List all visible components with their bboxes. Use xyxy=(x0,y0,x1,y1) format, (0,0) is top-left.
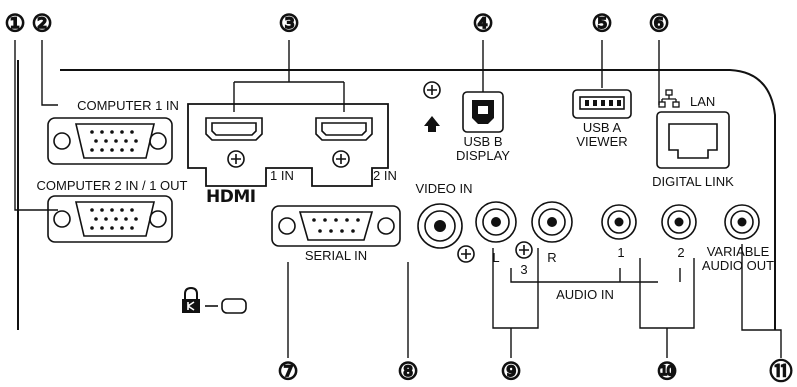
hdmi-2-in-label: 2 IN xyxy=(373,168,397,183)
computer-2-in-port: COMPUTER 2 IN / 1 OUT xyxy=(37,178,188,243)
usb-a-label: USB A xyxy=(583,120,622,135)
callout-3: ③ xyxy=(279,11,300,37)
callout-9: ⑨ xyxy=(501,359,522,385)
video-in-port: VIDEO IN xyxy=(415,181,473,249)
usb-b-label: USB B xyxy=(463,134,502,149)
digital-link-label: DIGITAL LINK xyxy=(652,174,734,189)
video-in-label: VIDEO IN xyxy=(415,181,472,196)
audio-2-label: 2 xyxy=(677,245,684,260)
variable-label: VARIABLE xyxy=(707,244,770,259)
audio-3-label: 3 xyxy=(520,262,527,277)
usb-a-viewer-label: VIEWER xyxy=(576,134,627,149)
usb-b-port: USB B DISPLAY xyxy=(456,91,510,163)
callout-10: ⑩ xyxy=(657,359,678,385)
kensington-lock-icon xyxy=(182,286,200,313)
callout-4: ④ xyxy=(473,11,494,37)
audio-in-label: AUDIO IN xyxy=(556,287,614,302)
audio-in-3-ports: L R 3 xyxy=(457,201,573,277)
computer-2-in-label: COMPUTER 2 IN / 1 OUT xyxy=(37,178,188,193)
ground-terminal xyxy=(423,81,441,132)
leader-lines xyxy=(14,40,782,358)
audio-r-label: R xyxy=(547,250,556,265)
computer-1-in-port: COMPUTER 1 IN xyxy=(47,98,179,165)
serial-in-label: SERIAL IN xyxy=(305,248,367,263)
audio-in-1-2-ports: 1 2 xyxy=(601,204,697,260)
lan-label: LAN xyxy=(690,94,715,109)
audio-out-label: AUDIO OUT xyxy=(702,258,774,273)
callout-6: ⑥ xyxy=(649,11,670,37)
audio-l-label: L xyxy=(492,250,499,265)
audio-1-label: 1 xyxy=(617,245,624,260)
callout-7: ⑦ xyxy=(278,359,299,385)
audio-in-bracket: AUDIO IN xyxy=(510,268,681,302)
hdmi-logo: HDMI xyxy=(206,187,256,207)
callout-8: ⑧ xyxy=(398,359,419,385)
callout-11: ⑪ xyxy=(770,359,793,385)
hdmi-1-in-label: 1 IN xyxy=(270,168,294,183)
hdmi-ports: HDMI 1 IN 2 IN xyxy=(187,103,397,207)
usb-b-display-label: DISPLAY xyxy=(456,148,510,163)
computer-1-in-label: COMPUTER 1 IN xyxy=(77,98,179,113)
variable-audio-out-port: VARIABLE AUDIO OUT xyxy=(702,204,774,273)
callout-2: ② xyxy=(32,11,53,37)
callout-5: ⑤ xyxy=(592,11,613,37)
security-lock xyxy=(182,286,247,314)
usb-a-port: USB A VIEWER xyxy=(572,89,632,149)
callout-1: ① xyxy=(5,11,26,37)
lan-port: LAN DIGITAL LINK xyxy=(652,89,734,189)
panel-outline xyxy=(17,60,776,330)
network-icon xyxy=(658,89,680,108)
serial-in-port: SERIAL IN xyxy=(271,205,401,263)
